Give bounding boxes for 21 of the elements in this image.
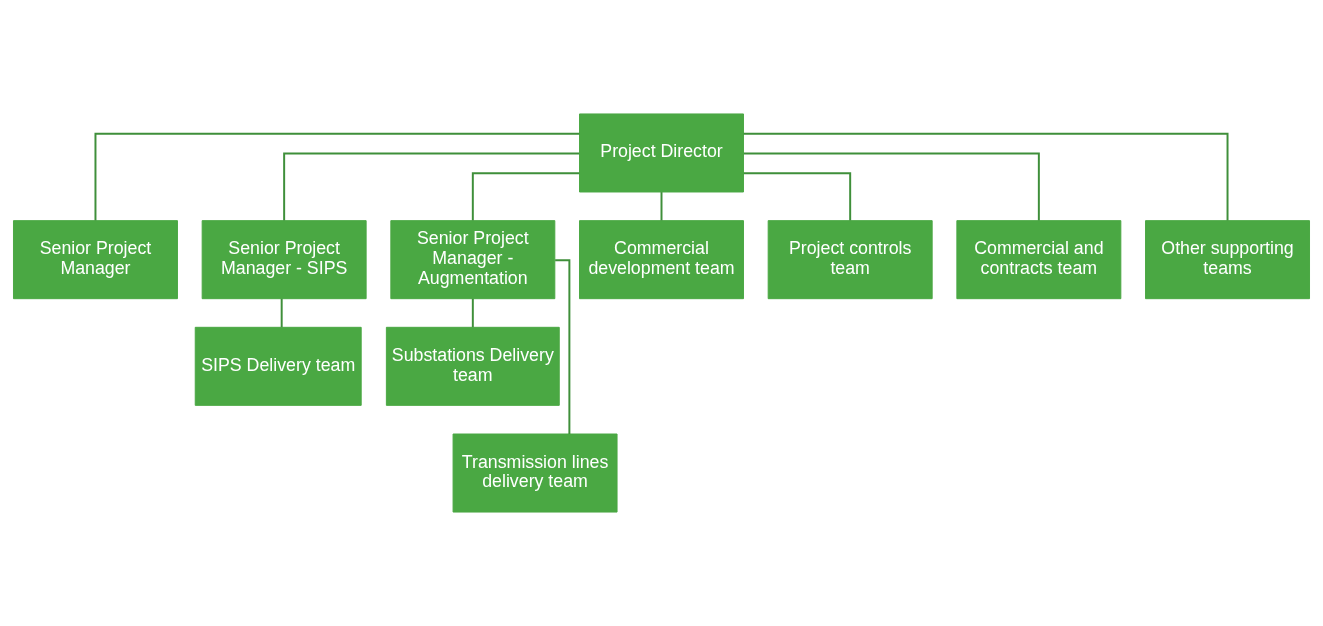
connector: [283, 152, 581, 222]
connector: [94, 132, 581, 222]
node-box: Project Director: [579, 113, 744, 193]
connector: [471, 172, 581, 222]
node-box: SIPS Delivery team: [194, 326, 362, 406]
connector: [280, 297, 283, 329]
node-box: Substations Delivery team: [385, 326, 560, 406]
node-box: Other supporting teams: [1145, 220, 1310, 300]
connector: [660, 191, 663, 222]
node-box: Senior Project Manager - SIPS: [201, 220, 367, 300]
connector: [742, 132, 1229, 222]
node-box: Transmission lines delivery team: [452, 433, 618, 513]
connector: [471, 297, 474, 329]
node-box: Senior Project Manager: [13, 220, 178, 300]
node-box: Commercial and contracts team: [956, 220, 1122, 300]
node-box: Senior Project Manager - Augmentation: [390, 220, 556, 300]
connector: [554, 259, 571, 435]
connector: [742, 152, 1040, 222]
node-box: Project controls team: [767, 220, 933, 300]
node-box: Commercial development team: [579, 220, 744, 300]
connector: [742, 172, 852, 222]
